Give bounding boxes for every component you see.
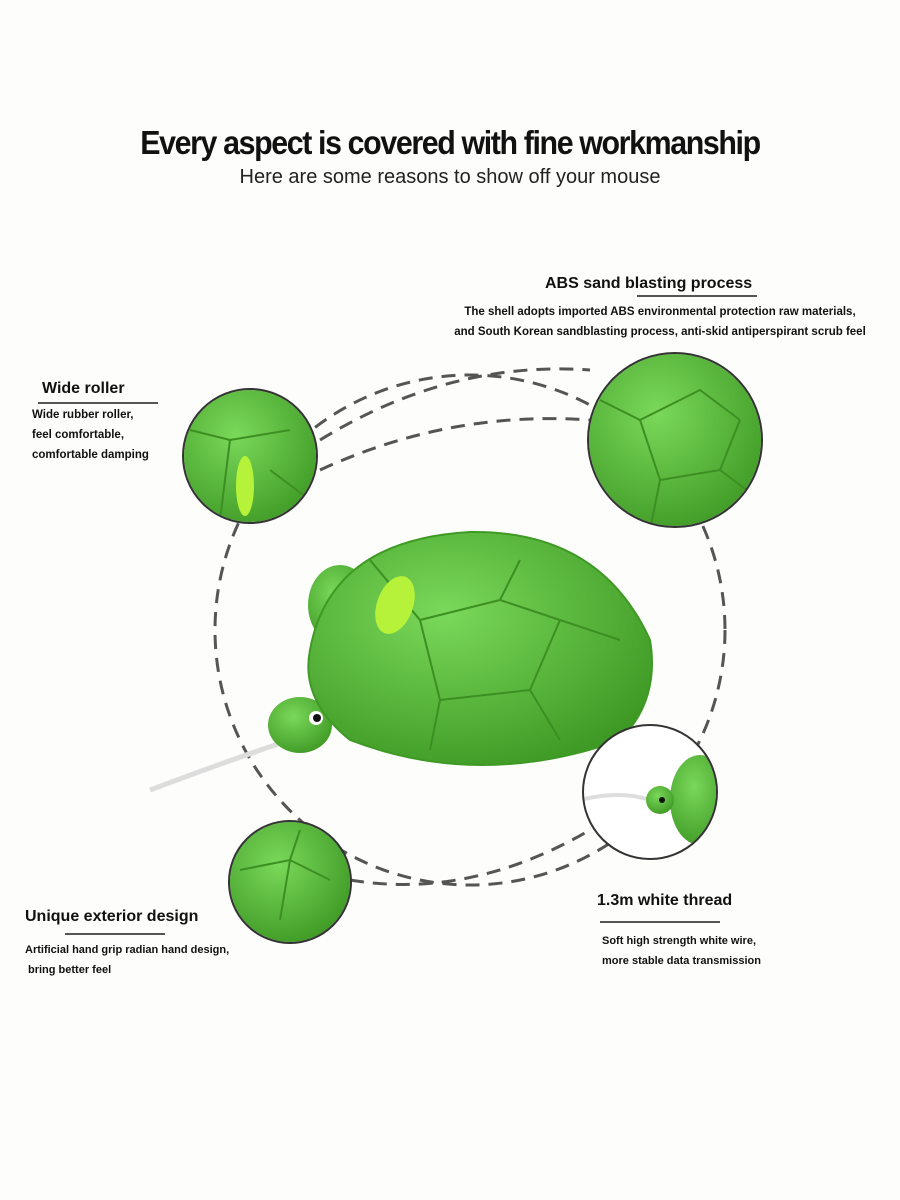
page-title: Every aspect is covered with fine workma… <box>140 124 761 161</box>
feature-text-roller: Wide rubber roller, feel comfortable, co… <box>32 405 149 465</box>
feature-heading-exterior: Unique exterior design <box>25 908 199 925</box>
feature-heading-abs: ABS sand blasting process <box>545 275 753 292</box>
feature-text-thread: Soft high strength white wire, more stab… <box>602 931 761 971</box>
divider <box>38 402 158 404</box>
turtle-mouse-main <box>149 530 653 793</box>
text-line: comfortable damping <box>32 449 149 461</box>
text-line: Artificial hand grip radian hand design, <box>25 944 230 956</box>
page-subtitle: Here are some reasons to show off your m… <box>239 166 661 188</box>
divider <box>65 933 165 935</box>
inset-roller <box>184 390 316 522</box>
text-line: bring better feel <box>28 964 112 976</box>
text-line: more stable data transmission <box>602 955 761 967</box>
text-line: and South Korean sandblasting process, a… <box>454 326 866 338</box>
feature-heading-thread: 1.3m white thread <box>597 892 733 909</box>
inset-shell <box>589 354 761 526</box>
inset-exterior <box>230 822 350 942</box>
feature-text-exterior: Artificial hand grip radian hand design,… <box>25 940 229 980</box>
dashed-ring <box>213 373 727 887</box>
feature-heading-roller: Wide roller <box>42 380 125 397</box>
text-line: Soft high strength white wire, <box>602 935 756 947</box>
text-line: Wide rubber roller, <box>32 409 134 421</box>
text-line: The shell adopts imported ABS environmen… <box>464 306 856 318</box>
divider <box>637 295 757 297</box>
text-line: feel comfortable, <box>32 429 125 441</box>
divider <box>600 921 720 923</box>
feature-text-abs: The shell adopts imported ABS environmen… <box>420 302 900 342</box>
